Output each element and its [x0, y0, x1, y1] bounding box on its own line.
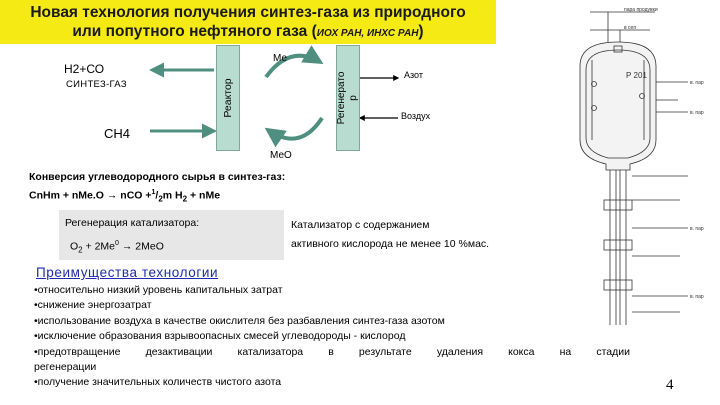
me-label: Ме: [273, 53, 288, 64]
h2co-label: Н2+СО: [64, 62, 105, 76]
ch4-label: СН4: [104, 126, 131, 141]
list-item: регенерации: [34, 361, 97, 374]
reactor-box: Реактор: [216, 45, 240, 151]
list-item: •использование воздуха в качестве окисли…: [34, 314, 445, 327]
conversion-title: Конверсия углеводородного сырья в синтез…: [29, 171, 286, 183]
catalyst-note: Катализатор с содержанием активного кисл…: [291, 219, 490, 250]
list-item: •снижение энергозатрат: [34, 299, 152, 312]
title-line1: Новая технология получения синтез-газа и…: [30, 4, 466, 21]
reactor-label: Реактор: [222, 78, 234, 118]
apparatus-drawing: Р 201 пара продувки в сеп в. пар в. пар …: [520, 0, 720, 330]
apparatus-top-label1: пара продувки: [624, 7, 658, 13]
list-item: •предотвращение дезактивации катализатор…: [34, 345, 630, 358]
apparatus-vapor-label2: в. пар: [690, 110, 704, 116]
apparatus-vapor-label1: в. пар: [690, 80, 704, 86]
meo-arrow: [264, 116, 324, 148]
regeneration-panel: [59, 210, 284, 260]
page-number: 4: [666, 377, 674, 393]
advantages-list: •относительно низкий уровень капитальных…: [34, 283, 654, 391]
apparatus-vapor-label3: в. пар: [690, 226, 704, 232]
regeneration-title: Регенерация катализатора:: [65, 217, 200, 229]
apparatus-main-label: Р 201: [626, 71, 647, 80]
nitrogen-label: Азот: [404, 70, 423, 80]
conversion-formula: СnHm + nMe.O → nCO +1/2m H2 + nMe: [29, 189, 221, 204]
conversion-equation: Конверсия углеводородного сырья в синтез…: [29, 169, 569, 208]
apparatus-top-label2: в сеп: [624, 25, 636, 31]
title-line2: или попутного нефтяного газа (: [72, 23, 317, 40]
slide-title: Новая технология получения синтез-газа и…: [6, 3, 490, 43]
list-item: •получение значительных количеств чистог…: [34, 376, 282, 389]
title-institutions: ИОХ РАН, ИНХС РАН: [316, 28, 419, 39]
regeneration-equation: O2 + 2Me0 → 2MeO: [70, 240, 164, 255]
list-item: •исключение образования взрывоопасных см…: [34, 330, 406, 343]
syngas-label: СИНТЕЗ-ГАЗ: [66, 79, 127, 90]
list-item: •относительно низкий уровень капитальных…: [34, 284, 283, 296]
advantages-title: Преимущества технологии: [36, 265, 219, 280]
title-banner: [0, 0, 496, 44]
meo-label: МеО: [270, 150, 292, 161]
me-arrow: [264, 45, 324, 79]
apparatus-vapor-label4: в. пар: [690, 294, 704, 300]
air-label: Воздух: [401, 111, 431, 121]
title-close: ): [418, 23, 424, 40]
